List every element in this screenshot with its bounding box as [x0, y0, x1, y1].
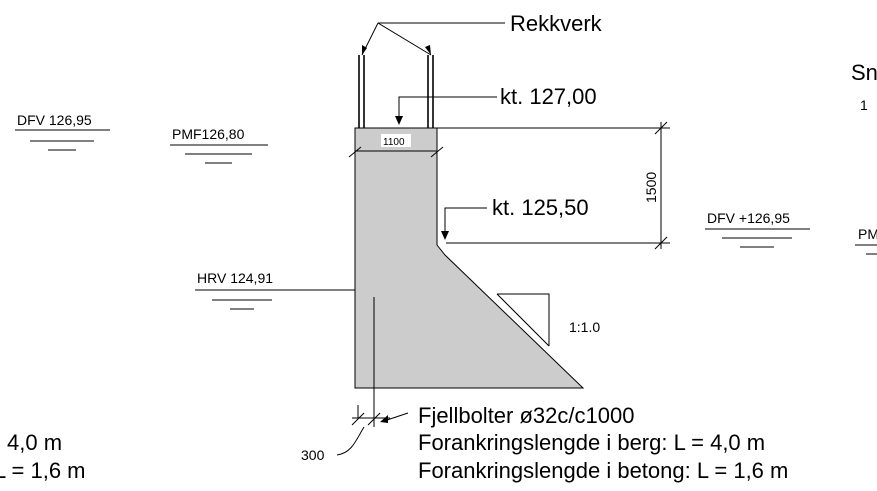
crest-tick-right: [430, 146, 444, 158]
anchor-concrete-text: Forankringslengde i betong: L = 1,6 m: [418, 458, 788, 483]
water-level-dfv-right: DFV +126,95: [705, 210, 810, 248]
rock-bolt: [351, 297, 390, 427]
dfv-left-label: DFV 126,95: [17, 112, 92, 128]
railing-label: Rekkverk: [510, 11, 603, 36]
width-dim-box: [381, 134, 411, 147]
bolt-spacing-leader: [336, 426, 365, 456]
crest-tick-left: [348, 146, 362, 158]
left-cutoff-text-2: L = 1,6 m: [0, 458, 86, 483]
elevation-mid-label: kt. 125,50: [492, 195, 589, 220]
elevation-top-label: kt. 127,00: [500, 84, 597, 109]
pmf-left-label: PMF126,80: [172, 126, 245, 142]
bolts-title: Fjellbolter ø32c/c1000: [418, 403, 634, 428]
left-cutoff-text-1: 4,0 m: [7, 430, 62, 455]
elevation-top-leader: [395, 96, 497, 125]
height-dimension: [437, 121, 670, 250]
elevation-mid-leader: [441, 207, 487, 240]
anchor-rock-text: Forankringslengde i berg: L = 4,0 m: [418, 430, 765, 455]
slope-indicator: [496, 293, 550, 347]
railing-leader: [361, 22, 505, 56]
dfv-right-label: DFV +126,95: [707, 210, 790, 226]
hrv-label: HRV 124,91: [197, 270, 273, 286]
slope-label: 1:1.0: [569, 319, 600, 335]
right-cutoff-pm: PM: [858, 226, 877, 242]
width-dimension: 1100: [383, 137, 405, 148]
water-level-dfv-left: DFV 126,95: [15, 112, 110, 151]
bolt-spacing-text: 300: [301, 447, 325, 463]
right-cutoff-number: 1: [860, 97, 868, 113]
railing-posts: [358, 55, 434, 128]
water-level-pmf-left: PMF126,80: [170, 126, 268, 164]
bolt-leader: [380, 412, 409, 423]
height-dimension-text: 1500: [643, 172, 659, 203]
water-level-hrv: HRV 124,91: [195, 270, 355, 310]
dam-concrete-body: [354, 127, 585, 389]
right-cutoff-title: Sn: [851, 60, 877, 85]
